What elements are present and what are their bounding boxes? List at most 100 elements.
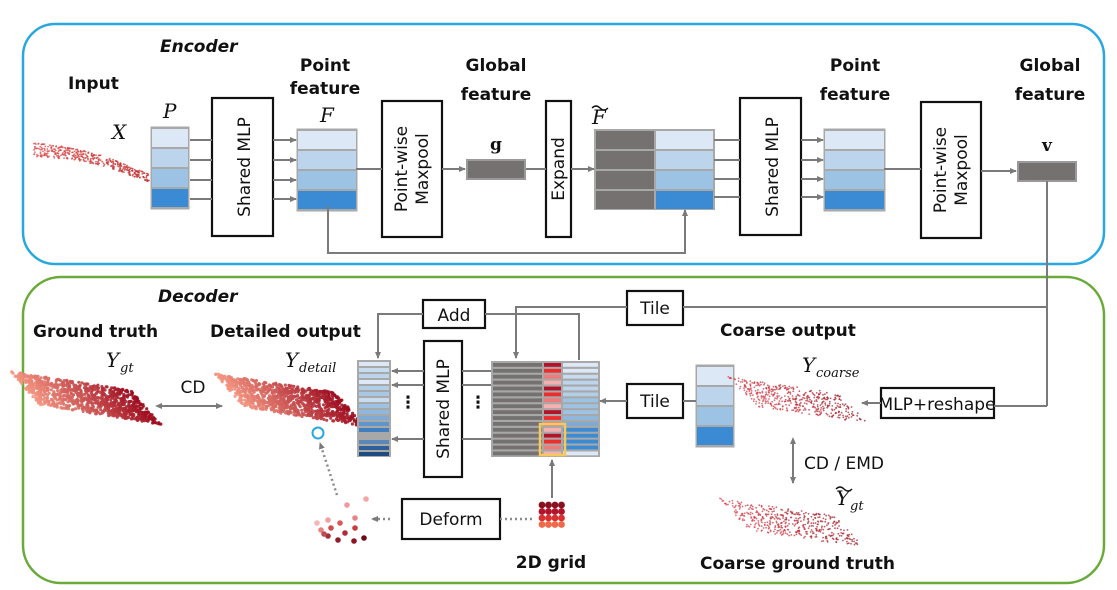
cloud-point (760, 505, 763, 508)
cloud-point (66, 400, 70, 404)
cloud-point (300, 395, 304, 399)
cloud-point (40, 379, 44, 384)
cloud-point (136, 401, 140, 405)
cloud-point (769, 530, 772, 533)
cloud-point (27, 375, 31, 379)
shared-mlp-block-2[interactable] (738, 96, 803, 237)
cloud-point (311, 389, 316, 393)
cloud-point (75, 386, 79, 390)
cloud-point (319, 396, 323, 400)
cloud-point (757, 522, 760, 524)
grid-row (544, 445, 561, 450)
cloud-point (778, 395, 780, 397)
cloud-point (145, 407, 149, 411)
cloud-point (817, 414, 820, 417)
cloud-point (810, 522, 813, 525)
cloud-point (346, 405, 350, 409)
expanded-global-row (596, 151, 654, 169)
cloud-point (748, 390, 751, 393)
cloud-point (779, 387, 782, 389)
cloud-point (298, 405, 302, 409)
decoder-title: Decoder (158, 287, 239, 307)
cloud-point (55, 405, 59, 409)
grid-point (538, 508, 546, 515)
cloud-point (733, 377, 736, 380)
cloud-point (778, 400, 781, 402)
cloud-point (85, 160, 87, 163)
cloud-point (299, 400, 303, 404)
cloud-point (268, 383, 273, 388)
feature-row (359, 362, 389, 366)
cloud-point (111, 164, 114, 167)
cloud-point (69, 391, 73, 396)
cloud-point (138, 174, 140, 176)
cloud-point (831, 409, 834, 412)
cloud-point (831, 534, 834, 537)
cloud-point (739, 381, 742, 383)
shared-mlp-block-3[interactable] (422, 339, 464, 479)
grid-row (544, 392, 561, 397)
deformed-point (363, 496, 369, 502)
cloud-point (809, 390, 812, 393)
cloud-point (803, 402, 806, 404)
cloud-point (264, 391, 268, 395)
g-global-vector (466, 159, 526, 180)
cloud-point (33, 149, 35, 151)
cloud-point (42, 394, 46, 398)
cloud-point (768, 388, 771, 390)
cloud-point (813, 396, 816, 399)
cloud-point (292, 400, 296, 405)
cloud-point (53, 155, 55, 158)
cloud-point (37, 400, 41, 404)
cloud-point (834, 394, 837, 397)
ground-truth-label: Ground truth (33, 322, 158, 342)
cloud-point (844, 403, 847, 405)
cloud-point (778, 517, 780, 520)
cloud-point (136, 404, 140, 409)
cloud-point (859, 418, 862, 421)
cloud-point (805, 403, 808, 405)
grid-row (544, 439, 561, 444)
add-block[interactable] (421, 298, 487, 330)
cloud-point (340, 416, 344, 420)
cloud-point (761, 406, 764, 409)
cloud-point (114, 404, 118, 408)
cloud-point (116, 164, 119, 166)
deformed-point (361, 535, 367, 541)
cloud-point (764, 402, 767, 405)
cloud-point (749, 513, 752, 516)
expand-block[interactable] (544, 99, 573, 239)
maxpool-block-2[interactable] (919, 100, 983, 240)
cloud-point (27, 390, 31, 394)
cloud-point (833, 398, 836, 401)
cloud-point (781, 509, 784, 511)
shared-mlp-block-1[interactable] (210, 96, 275, 238)
cloud-point (113, 408, 117, 412)
cloud-point (750, 392, 753, 395)
add-label: Add (438, 306, 471, 326)
cloud-point (40, 148, 43, 151)
cloud-point (346, 416, 350, 420)
cloud-point (102, 162, 105, 165)
cloud-point (102, 399, 107, 403)
cloud-point (743, 515, 746, 517)
cloud-point (74, 154, 77, 157)
cloud-point (847, 411, 850, 414)
p-feature-stack (150, 126, 190, 210)
cloud-point (721, 500, 724, 502)
cloud-point (795, 409, 798, 412)
tile-block-top[interactable] (625, 289, 685, 327)
maxpool-2-line2: Maxpool (952, 134, 972, 205)
cloud-point (810, 535, 812, 538)
cloud-point (741, 514, 744, 516)
cloud-point (810, 400, 813, 402)
cloud-point (770, 508, 773, 511)
cloud-point (331, 410, 335, 414)
cloud-point (770, 513, 773, 516)
cloud-point (326, 414, 331, 418)
cloud-point (776, 529, 779, 532)
maxpool-block-1[interactable] (380, 99, 444, 239)
cloud-point (791, 523, 794, 525)
cloud-point (57, 147, 59, 150)
deform-block[interactable] (400, 497, 502, 541)
